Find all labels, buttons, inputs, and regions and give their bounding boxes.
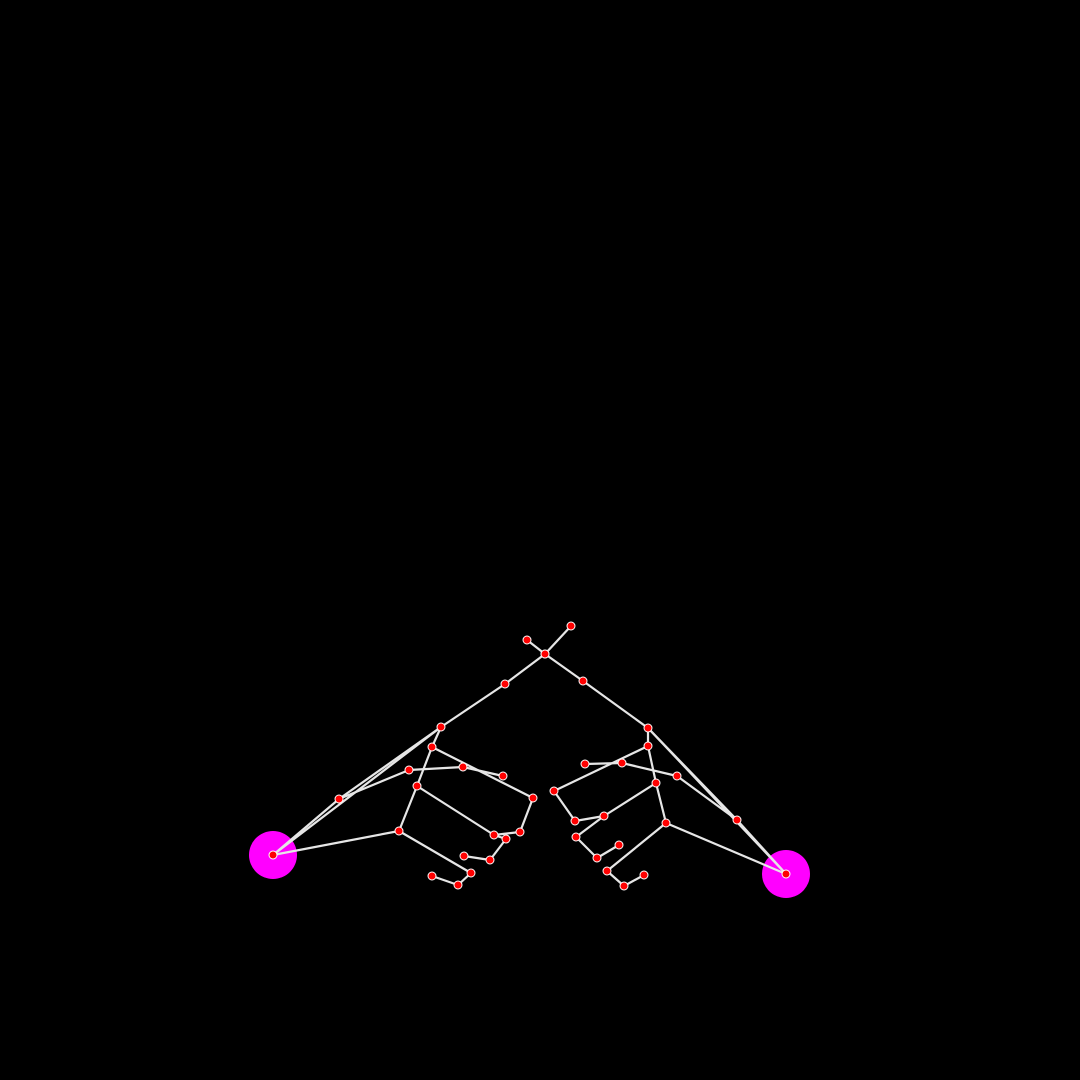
- right-hand-skeleton: [540, 621, 810, 898]
- right-joint: [566, 621, 576, 631]
- right-bone: [654, 781, 668, 825]
- left-bone: [461, 765, 505, 778]
- left-bone: [407, 765, 465, 772]
- right-joint: [580, 759, 590, 769]
- right-joint: [651, 778, 661, 788]
- right-joint: [619, 881, 629, 891]
- left-joint: [466, 868, 476, 878]
- right-bone: [552, 744, 650, 793]
- left-joint: [485, 855, 495, 865]
- right-joint: [540, 649, 550, 659]
- left-bone: [415, 745, 434, 788]
- right-joint: [614, 840, 624, 850]
- right-joint: [781, 869, 791, 879]
- right-joint: [732, 815, 742, 825]
- right-joint: [570, 816, 580, 826]
- right-bone: [605, 821, 668, 873]
- right-joint: [643, 741, 653, 751]
- right-bone: [646, 744, 658, 785]
- left-joint: [500, 679, 510, 689]
- right-bone: [543, 624, 573, 656]
- right-joint: [661, 818, 671, 828]
- right-joint: [643, 723, 653, 733]
- right-bone: [574, 835, 599, 860]
- left-joint: [427, 742, 437, 752]
- left-joint: [501, 834, 511, 844]
- left-bone: [415, 784, 496, 837]
- left-bone: [337, 768, 411, 801]
- left-joint: [427, 871, 437, 881]
- left-joint: [453, 880, 463, 890]
- left-joint: [515, 827, 525, 837]
- left-joint: [412, 781, 422, 791]
- left-joint: [404, 765, 414, 775]
- right-bone: [583, 761, 624, 766]
- left-joint: [459, 851, 469, 861]
- right-bone: [552, 789, 577, 823]
- right-joint: [549, 786, 559, 796]
- right-joint: [639, 870, 649, 880]
- right-joint: [602, 866, 612, 876]
- right-bone: [581, 679, 650, 730]
- left-bone: [397, 784, 419, 833]
- right-bone: [574, 814, 606, 839]
- left-joint: [489, 830, 499, 840]
- left-joint: [522, 635, 532, 645]
- left-bone: [518, 796, 535, 834]
- left-joint: [458, 762, 468, 772]
- right-bone: [573, 814, 606, 823]
- right-joint: [571, 832, 581, 842]
- right-joint: [578, 676, 588, 686]
- left-bone: [271, 829, 401, 857]
- right-bone: [664, 821, 788, 876]
- left-bone: [397, 829, 473, 875]
- left-joint: [334, 794, 344, 804]
- left-joint: [498, 771, 508, 781]
- left-joint: [394, 826, 404, 836]
- right-joint: [592, 853, 602, 863]
- right-joint: [617, 758, 627, 768]
- left-joint: [268, 850, 278, 860]
- right-joint: [599, 811, 609, 821]
- right-bone: [602, 781, 658, 818]
- left-bone: [503, 652, 547, 686]
- right-bone: [675, 774, 739, 822]
- left-joint: [436, 722, 446, 732]
- right-joint: [672, 771, 682, 781]
- left-bone: [430, 874, 460, 887]
- left-bone: [439, 682, 507, 729]
- right-bone: [646, 726, 788, 876]
- right-bone: [543, 652, 585, 683]
- left-joint: [528, 793, 538, 803]
- right-bone: [620, 761, 679, 778]
